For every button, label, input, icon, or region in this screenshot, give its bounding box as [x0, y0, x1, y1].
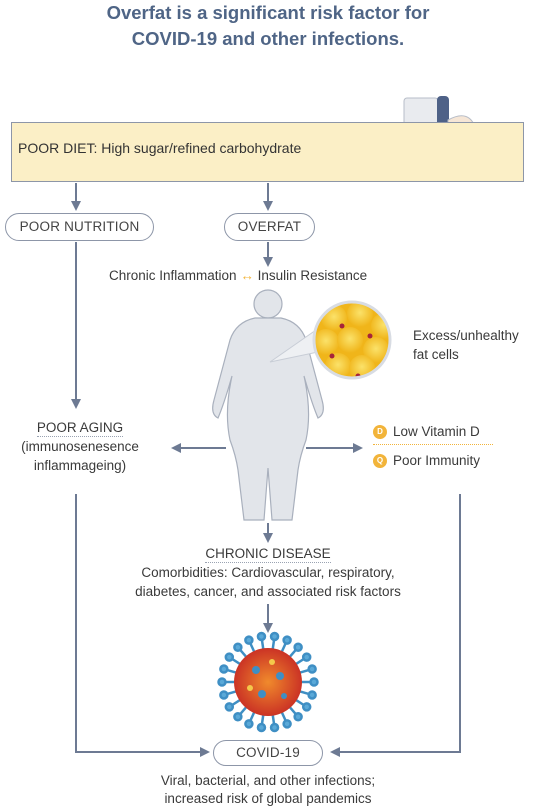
chronic-disease-line-2: diabetes, cancer, and associated risk fa…: [135, 584, 401, 599]
covid-pill: COVID-19: [213, 740, 323, 766]
poor-nutrition-pill: POOR NUTRITION: [5, 213, 154, 241]
poor-aging-block: POOR AGING (immunosenesence inflammagein…: [0, 418, 160, 475]
title-line-2: COVID-19 and other infections.: [131, 28, 405, 49]
virus-spike-tip: [293, 642, 303, 652]
chronic-inflammation-label: Chronic Inflammation: [109, 268, 237, 283]
virus-spike-tip: [217, 677, 227, 687]
fat-cells-line-1: Excess/unhealthy: [413, 328, 519, 343]
virus-spike-tip: [301, 702, 312, 712]
virus-spike-tip: [219, 690, 229, 700]
virus-spike-tip: [233, 712, 243, 722]
virus-spike-tip: [256, 722, 267, 733]
overfat-pill: OVERFAT: [224, 213, 315, 241]
virus-spike-tip: [219, 664, 229, 674]
poor-aging-line-1: (immunosenesence: [21, 439, 139, 454]
virus-spike-tip: [301, 652, 312, 662]
virus-spike-tip: [307, 664, 317, 674]
virus-illustration: [217, 631, 319, 733]
immunity-icon: Q: [373, 454, 387, 468]
insulin-resistance-label: Insulin Resistance: [257, 268, 368, 283]
poor-diet-label: POOR DIET: High sugar/refined carbohydra…: [18, 140, 302, 156]
poor-aging-line-2: inflammageing): [33, 458, 127, 473]
poor-immunity-label: Poor Immunity: [393, 453, 481, 468]
fat-cells-label: Excess/unhealthy fat cells: [413, 326, 519, 364]
virus-spike-tip: [244, 719, 254, 729]
body-silhouette: [212, 289, 324, 521]
fat-cells-line-2: fat cells: [413, 347, 459, 362]
infections-block: Viral, bacterial, and other infections; …: [90, 772, 446, 808]
fat-cells-illustration: [312, 300, 392, 380]
vitamin-d-icon: D: [373, 425, 387, 439]
chronic-disease-block: CHRONIC DISEASE Comorbidities: Cardiovas…: [90, 544, 446, 601]
virus-spike-tip: [233, 642, 243, 652]
chronic-disease-line-1: Comorbidities: Cardiovascular, respirato…: [141, 565, 395, 580]
poor-aging-heading: POOR AGING: [36, 420, 124, 437]
infections-line-2: increased risk of global pandemics: [164, 791, 372, 806]
virus-spike-tip: [224, 702, 235, 712]
virus-spike-tip: [224, 652, 235, 662]
inflammation-row: Chronic Inflammation ↔ Insulin Resistanc…: [109, 268, 367, 283]
virus-spike-tip: [269, 631, 280, 642]
virus-spike-tip: [293, 712, 303, 722]
virus-spike-tip: [282, 635, 292, 645]
bidirectional-arrow-icon: ↔: [240, 268, 254, 283]
virus-spike-tip: [307, 690, 317, 700]
title-line-1: Overfat is a significant risk factor for: [106, 2, 430, 23]
infections-line-1: Viral, bacterial, and other infections;: [160, 773, 376, 788]
low-vitamin-d-label: Low Vitamin D: [393, 424, 480, 439]
vitamin-divider: [373, 444, 493, 445]
virus-spike-tip: [282, 719, 292, 729]
virus-spike-tip: [244, 635, 254, 645]
virus-spike-tip: [309, 677, 319, 687]
diagram-title: Overfat is a significant risk factor for…: [0, 0, 536, 52]
chronic-disease-heading: CHRONIC DISEASE: [205, 546, 331, 563]
virus-spike-tip: [269, 722, 280, 733]
virus-spike-tip: [256, 631, 267, 642]
poor-diet-box: [11, 122, 524, 182]
